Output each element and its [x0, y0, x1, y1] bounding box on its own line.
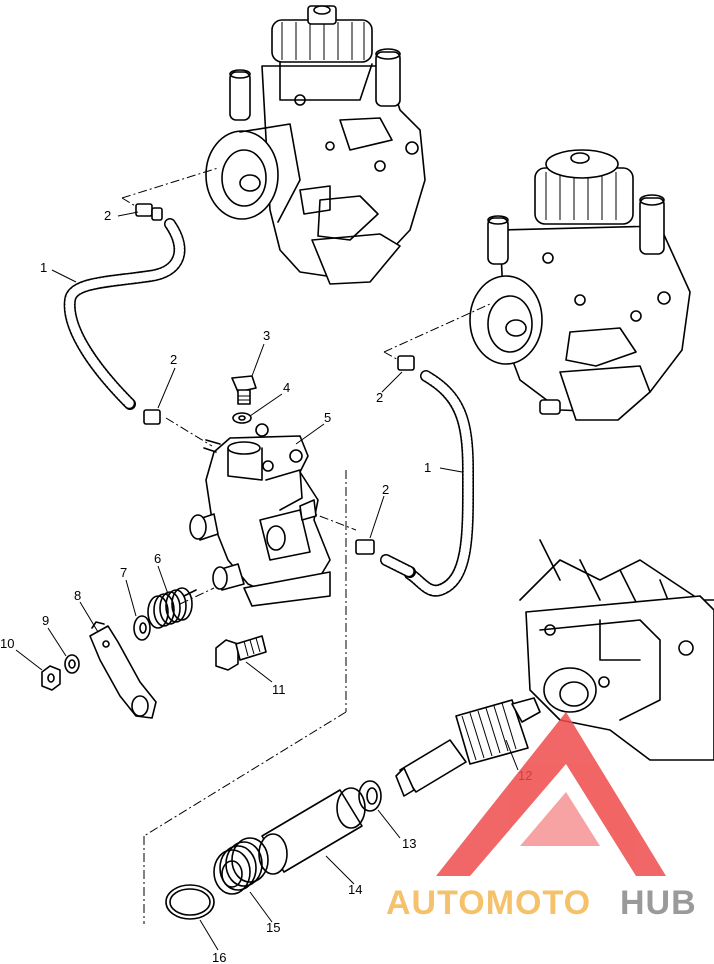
- bolt-part-11: [215, 635, 267, 671]
- callout-2-upper-left: 2: [104, 208, 111, 223]
- hose-left: [63, 218, 186, 410]
- callout-1-left: 1: [40, 260, 47, 275]
- callout-15: 15: [266, 920, 280, 935]
- callout-8: 8: [74, 588, 81, 603]
- engine-case: [519, 539, 714, 761]
- washer-part-7: [133, 615, 151, 641]
- washer-part-4: [232, 412, 252, 424]
- spring-part-15: [213, 837, 269, 895]
- callout-16: 16: [212, 950, 226, 964]
- callout-13: 13: [402, 836, 416, 851]
- banjo-bolt-part-3: [231, 375, 257, 405]
- callout-9: 9: [42, 613, 49, 628]
- carburetor-right: [469, 149, 691, 421]
- oil-pump-body: [189, 423, 331, 607]
- watermark-triangle-icon: [436, 712, 666, 876]
- callout-11: 11: [272, 682, 286, 697]
- watermark-text-hub: HUB: [620, 884, 697, 922]
- callout-4: 4: [283, 380, 290, 395]
- washer-part-9: [64, 654, 80, 674]
- callout-1-right: 1: [424, 460, 431, 475]
- clamp-part-2: [135, 203, 415, 555]
- callout-2-lower-right: 2: [382, 482, 389, 497]
- callout-10: 10: [0, 636, 14, 651]
- callout-3: 3: [263, 328, 270, 343]
- watermark-text: AUTOMOTO HUB: [386, 884, 697, 922]
- bushing-part-14: [258, 787, 366, 875]
- callout-2-upper-right: 2: [376, 390, 383, 405]
- watermark-inner-triangle-icon: [520, 792, 600, 846]
- carburetor-upper: [205, 5, 426, 285]
- callout-5: 5: [324, 410, 331, 425]
- drive-shaft-gear-part-12: [395, 697, 541, 797]
- leader-lines: [15, 211, 519, 951]
- hose-right: [380, 370, 475, 597]
- callout-labels: 1 1 2 2 2 2 3 4 5 6 7 8 9 10 11 12 13 14…: [0, 208, 532, 964]
- o-ring-part-16: [165, 884, 215, 920]
- callout-7: 7: [120, 565, 127, 580]
- callout-6: 6: [154, 551, 161, 566]
- lever-part-8: [89, 621, 157, 719]
- callout-14: 14: [348, 882, 362, 897]
- nut-part-10: [41, 665, 61, 691]
- spring-part-6: [147, 587, 197, 629]
- watermark-logo: [436, 712, 666, 876]
- callout-2-lower-left: 2: [170, 352, 177, 367]
- watermark-text-automoto: AUTOMOTO: [386, 884, 591, 922]
